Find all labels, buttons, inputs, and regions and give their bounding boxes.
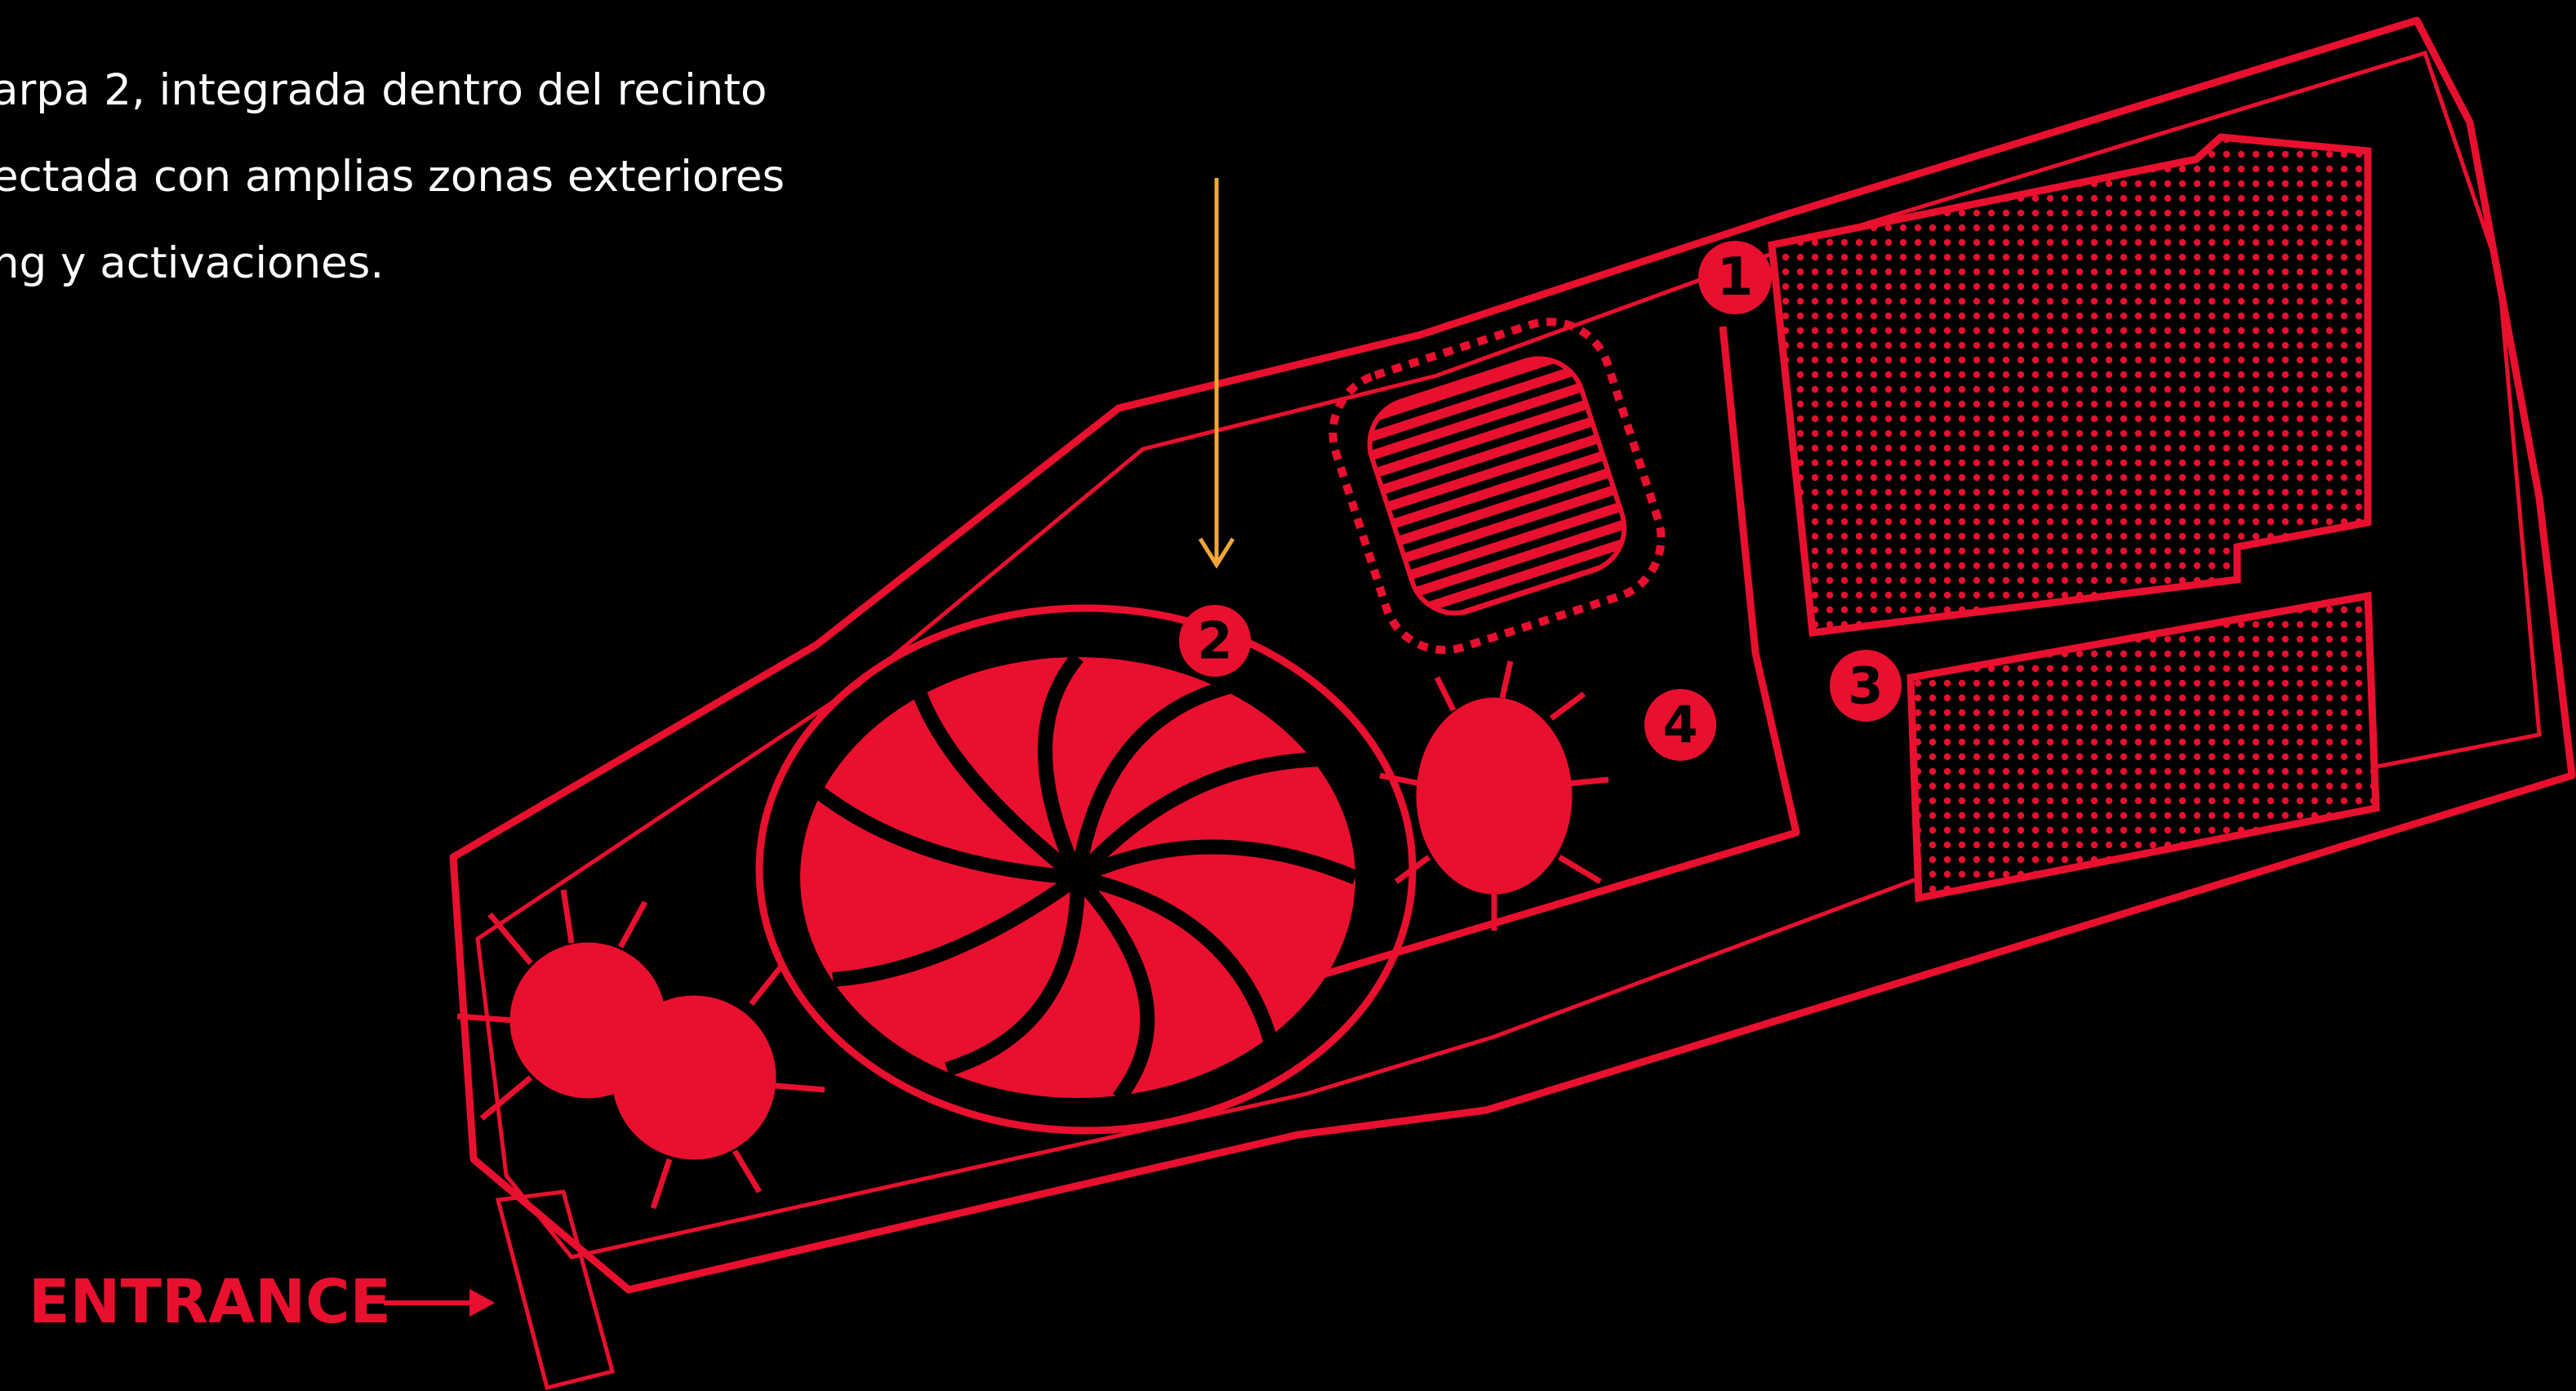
zone-2-swirl-dome	[755, 604, 1417, 1135]
splash-cluster-left	[456, 889, 825, 1210]
inner-boundary	[475, 50, 2542, 1260]
marker-3: 3	[1830, 650, 1902, 722]
zone-1-hall	[1768, 133, 2372, 638]
down-arrow-icon	[1198, 178, 1235, 569]
entrance-gate	[495, 1189, 616, 1391]
striped-pavilion	[1328, 318, 1666, 655]
right-arrow-icon	[384, 1288, 496, 1318]
area-description: arpa 2, integrada dentro del recinto ect…	[0, 65, 785, 288]
divider-wall	[1305, 326, 1800, 984]
venue-boundary	[449, 16, 2576, 1294]
svg-text:2: 2	[1197, 611, 1232, 671]
svg-text:1: 1	[1717, 247, 1754, 308]
marker-1: 1	[1698, 241, 1772, 314]
zone-3-hall	[1906, 591, 2380, 903]
svg-text:4: 4	[1662, 696, 1697, 755]
marker-4: 4	[1644, 689, 1716, 761]
svg-text:3: 3	[1848, 656, 1883, 716]
marker-2: 2	[1179, 605, 1251, 677]
splash-cluster-right	[1379, 660, 1609, 931]
entrance-label: ENTRANCE	[29, 1267, 391, 1337]
